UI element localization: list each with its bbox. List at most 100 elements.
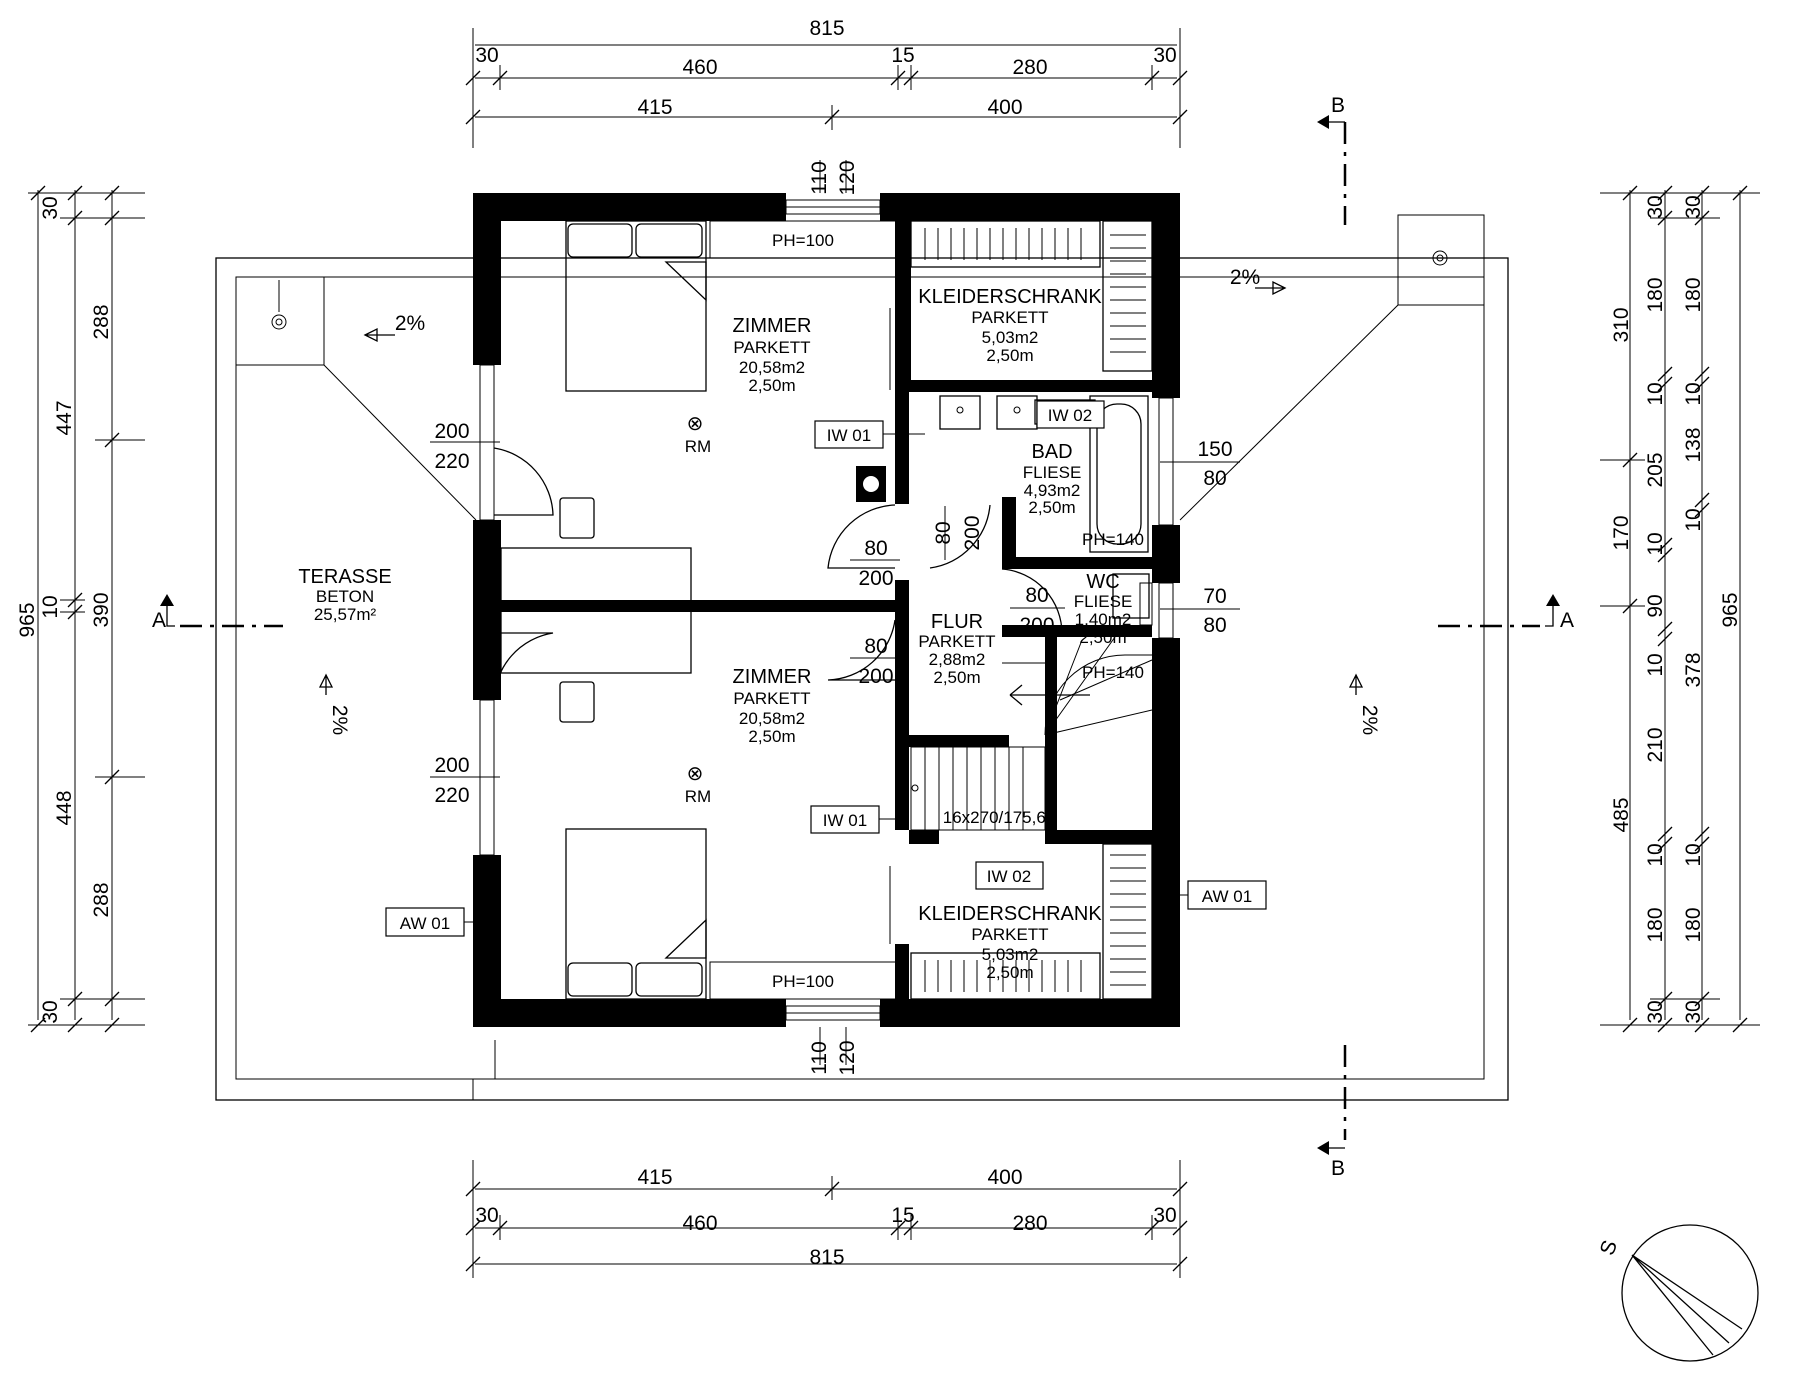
dim-right-a: 485 (1610, 797, 1633, 832)
slope-marks: 2% 2% 2% 2% (318, 266, 1381, 735)
svg-text:200: 200 (434, 754, 469, 777)
tag-iw02-lower: IW 02 (975, 861, 1044, 890)
room-wc: WC FLIESE 1,40m2 2,50m (1074, 571, 1133, 647)
dim-bottom-total: 815 (809, 1246, 844, 1269)
room-area: 20,58m2 (739, 358, 805, 377)
svg-text:80: 80 (1203, 614, 1226, 637)
dim-right-b: 10 (1644, 382, 1667, 405)
dim-left-b: 288 (90, 882, 113, 917)
svg-text:220: 220 (434, 450, 469, 473)
dim-bottom-seg: 30 (1153, 1204, 1176, 1227)
dim-left-a: 10 (39, 595, 62, 618)
bed-upper (565, 220, 707, 392)
dim-right-c: 180 (1682, 277, 1705, 312)
room-name: ZIMMER (733, 315, 812, 337)
window-dim-bottom: 110 (808, 1041, 831, 1074)
dim-right-c: 10 (1682, 843, 1705, 866)
room-area: 4,93m2 (1024, 481, 1081, 500)
dim-right-c: 138 (1682, 427, 1705, 462)
room-name: WC (1086, 571, 1119, 593)
svg-text:2%: 2% (328, 705, 351, 735)
svg-text:2%: 2% (1230, 266, 1260, 289)
room-floor: FLIESE (1074, 592, 1133, 611)
dim-left-b: 390 (90, 592, 113, 627)
dim-right-c: 30 (1682, 1000, 1705, 1023)
room-area: 5,03m2 (982, 945, 1039, 964)
dim-top-seg: 280 (1012, 56, 1047, 79)
svg-text:IW 01: IW 01 (827, 426, 871, 445)
staircase (910, 636, 1153, 831)
dim-top-seg: 30 (1153, 44, 1176, 67)
dimension-chain-right: 310 205 170 90 485 30 180 10 10 10 210 1… (1600, 185, 1760, 1033)
tag-aw01-right: AW 01 (1180, 880, 1267, 910)
dim-right-c: 378 (1682, 652, 1705, 687)
dim-top-sub: 400 (987, 96, 1022, 119)
dim-right-a: 205 (1644, 452, 1667, 487)
svg-text:IW 02: IW 02 (1048, 406, 1092, 425)
opening-dims: 200 220 200 220 80 200 80 200 80 200 80 … (430, 420, 1240, 807)
dim-right-b: 180 (1644, 277, 1667, 312)
svg-text:200: 200 (1019, 614, 1054, 637)
tag-aw01-left: AW 01 (385, 907, 473, 937)
dim-top-seg: 15 (891, 44, 914, 67)
room-height: 2,50m (748, 727, 795, 746)
dimension-chain-left: 965 30 447 10 448 30 288 390 288 (16, 185, 145, 1033)
dim-bottom-seg: 30 (475, 1204, 498, 1227)
section-label: A (152, 609, 166, 632)
dim-left-a: 448 (53, 790, 76, 825)
section-b: B B (1317, 94, 1347, 1180)
room-area: 20,58m2 (739, 709, 805, 728)
svg-text:200: 200 (858, 567, 893, 590)
dim-bottom-seg: 280 (1012, 1212, 1047, 1235)
room-name: ZIMMER (733, 666, 812, 688)
dim-right-b: 180 (1644, 907, 1667, 942)
dim-right-outer: 965 (1719, 592, 1742, 627)
dim-top-sub: 415 (637, 96, 672, 119)
stairs-label: 16x270/175,62 (943, 808, 1056, 827)
room-floor: PARKETT (971, 308, 1048, 327)
dim-bottom-seg: 15 (891, 1204, 914, 1227)
svg-text:IW 01: IW 01 (823, 811, 867, 830)
window-dim-top: 110 (808, 161, 831, 194)
wardrobe-upper (910, 220, 1153, 372)
dim-left-b: 288 (90, 304, 113, 339)
room-flur: FLUR PARKETT 2,88m2 2,50m (918, 611, 995, 687)
dim-right-c: 30 (1682, 195, 1705, 218)
exterior-walls (473, 193, 1180, 1027)
dim-right-b: 30 (1644, 1000, 1667, 1023)
svg-text:IW 02: IW 02 (987, 867, 1031, 886)
dim-right-b: 30 (1644, 195, 1667, 218)
dim-left-a: 30 (39, 1000, 62, 1023)
room-name: KLEIDERSCHRANK (918, 903, 1102, 925)
dim-right-c: 10 (1682, 382, 1705, 405)
interior-walls (501, 218, 1152, 1004)
section-label: B (1331, 1157, 1345, 1180)
dim-left-a: 447 (53, 400, 76, 435)
dim-bottom-sub: 400 (987, 1166, 1022, 1189)
room-area: 25,57m² (314, 605, 377, 624)
toilet (1112, 573, 1150, 619)
svg-text:200: 200 (434, 420, 469, 443)
window-dim-top: 120 (836, 160, 859, 195)
room-height: 2,50m (1079, 628, 1126, 647)
parapet-height-label: PH=100 (772, 972, 834, 991)
dim-right-b: 10 (1644, 653, 1667, 676)
tag-iw01-lower: IW 01 (810, 805, 895, 834)
room-kleiderschrank-lower: KLEIDERSCHRANK PARKETT 5,03m2 2,50m (918, 903, 1102, 982)
room-name: BAD (1031, 441, 1072, 463)
room-area: 5,03m2 (982, 328, 1039, 347)
dimension-chain-top: 815 30 460 15 280 30 415 400 (465, 17, 1188, 148)
room-floor: PARKETT (733, 689, 810, 708)
section-a: A A (152, 594, 1574, 632)
svg-text:80: 80 (1203, 467, 1226, 490)
dim-top-seg: 30 (475, 44, 498, 67)
room-bad: BAD FLIESE 4,93m2 2,50m (1023, 441, 1082, 517)
parapet-height-label: PH=100 (772, 231, 834, 250)
section-label: A (1560, 609, 1574, 632)
dim-left-outer: 965 (16, 602, 39, 637)
dim-right-b: 10 (1644, 532, 1667, 555)
dim-right-c: 10 (1682, 508, 1705, 531)
dim-right-a: 310 (1610, 307, 1633, 342)
dim-left-a: 30 (39, 196, 62, 219)
